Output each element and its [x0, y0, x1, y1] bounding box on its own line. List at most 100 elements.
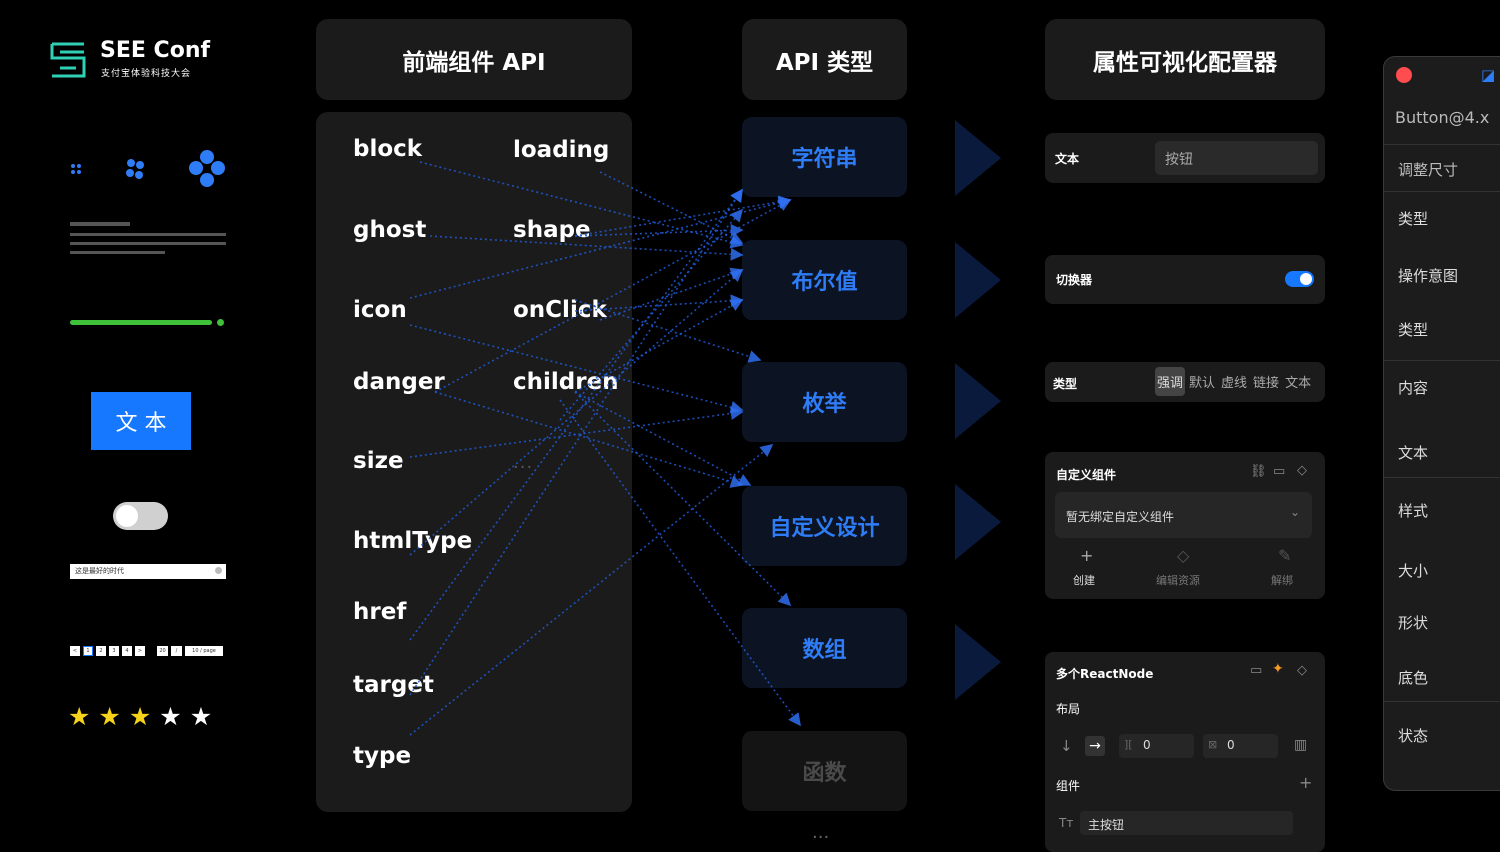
sidebar-item: 内容 [1398, 379, 1429, 397]
header-configurator: 属性可视化配置器 [1045, 19, 1325, 100]
type-option[interactable]: 虚线 [1221, 376, 1248, 391]
sidebar-item: 状态 [1398, 727, 1429, 745]
config-custom-card: 自定义组件 ⛓ ▭ ◇ 暂无绑定自定义组件 ⌄ +创建◇编辑资源✎解绑 [1045, 452, 1325, 599]
page-item[interactable]: > [135, 646, 145, 656]
type-custom-design: 自定义设计 [742, 486, 907, 566]
rate-preview[interactable]: ★★★★★ [68, 704, 233, 732]
layout-board-icon[interactable]: ▥ [1294, 737, 1308, 753]
star-icon[interactable]: ★ [159, 702, 182, 731]
sidebar-item: 样式 [1398, 502, 1429, 520]
config-multi-title: 多个ReactNode [1056, 667, 1154, 681]
config-text-card: 文本 按钮 [1045, 133, 1325, 183]
input-preview-text: 这是最好的时代 [75, 567, 124, 575]
config-type-segmented[interactable]: 强调默认虚线链接文本 [1155, 367, 1313, 396]
button-preview[interactable]: 文 本 [91, 392, 191, 450]
prop-size: size [353, 448, 404, 474]
layout-gap-input[interactable]: ][ 0 [1119, 734, 1194, 758]
config-type-card: 类型 强调默认虚线链接文本 [1045, 362, 1325, 402]
prop-type: type [353, 743, 412, 769]
fire-icon[interactable]: ✦ [1272, 661, 1284, 677]
property-sidebar: ◪ Button@4.x 调整尺寸类型操作意图类型内容文本样式大小形状底色状态 [1383, 56, 1500, 791]
config-switch-card: 切换器 [1045, 255, 1325, 304]
resource-icon[interactable]: ◇ [1177, 546, 1190, 565]
sidebar-item[interactable]: 类型 [1398, 210, 1429, 228]
logo-title: SEE Conf [100, 38, 211, 63]
padding-icon: ⊠ [1208, 738, 1218, 751]
page-item[interactable]: 3 [109, 646, 119, 656]
config-text-value: 按钮 [1165, 152, 1193, 168]
plus-icon[interactable]: + [1080, 546, 1094, 565]
link-icon[interactable]: ⛓ [1250, 464, 1267, 479]
custom-action-label[interactable]: 创建 [1073, 574, 1095, 587]
toggle-knob [116, 505, 138, 527]
prop-htmltype: htmlType [353, 528, 473, 554]
skeleton-preview [70, 222, 228, 258]
type-option[interactable]: 默认 [1189, 376, 1216, 391]
layout-gap-value: 0 [1143, 738, 1151, 752]
sidebar-item[interactable]: 类型 [1398, 321, 1429, 339]
prop-target: target [353, 672, 434, 698]
component-item[interactable]: 主按钮 [1080, 811, 1293, 835]
dots-icon-large [189, 150, 227, 188]
sidebar-item[interactable]: 文本 [1398, 444, 1429, 462]
prop-loading: loading [513, 137, 610, 163]
config-custom-select[interactable]: 暂无绑定自定义组件 ⌄ [1055, 492, 1312, 538]
close-icon[interactable] [1396, 67, 1412, 83]
config-switch-label: 切换器 [1056, 273, 1093, 287]
logo: SEE Conf 支付宝体验科技大会 [50, 38, 220, 82]
arrow-right-icon[interactable]: → [1085, 736, 1105, 756]
arrow-boolean [955, 242, 1001, 318]
config-switch[interactable] [1285, 271, 1314, 287]
arrow-down-icon[interactable]: ↓ [1060, 737, 1073, 755]
prop-ghost: ghost [353, 217, 427, 243]
sidebar-item[interactable]: 底色 [1398, 669, 1429, 687]
page-item[interactable]: < [70, 646, 80, 656]
sidebar-item[interactable]: 操作意图 [1398, 267, 1459, 285]
folder-icon[interactable]: ▭ [1273, 464, 1286, 479]
prop-href: href [353, 599, 407, 625]
select-tool-icon[interactable]: ◪ [1481, 66, 1496, 84]
dots-icon-small [70, 163, 82, 175]
unbind-icon[interactable]: ✎ [1278, 546, 1292, 565]
type-function: 函数 [742, 731, 907, 811]
sidebar-item[interactable]: 大小 [1398, 562, 1429, 580]
type-option[interactable]: 强调 [1155, 367, 1186, 396]
arrow-custom [955, 484, 1001, 560]
type-option[interactable]: 链接 [1253, 376, 1280, 391]
arrow-enum [955, 363, 1001, 439]
input-preview[interactable]: 这是最好的时代 [70, 564, 226, 579]
gap-icon: ][ [1124, 738, 1133, 751]
arrow-string [955, 120, 1001, 196]
prop-onclick: onClick [513, 297, 607, 323]
page-jump-item[interactable]: / [171, 646, 182, 656]
type-option[interactable]: 文本 [1285, 376, 1312, 391]
page-jump-item[interactable]: 20 [157, 646, 168, 656]
toggle-preview[interactable] [113, 502, 168, 530]
sidebar-item[interactable]: 形状 [1398, 614, 1429, 632]
diamond-icon[interactable]: ◇ [1297, 663, 1307, 678]
page-item[interactable]: 1 [83, 646, 93, 656]
plus-icon[interactable]: + [1299, 773, 1313, 792]
page-item[interactable]: 4 [122, 646, 132, 656]
custom-action-label[interactable]: 解绑 [1271, 574, 1293, 587]
type-enum: 枚举 [742, 362, 907, 442]
star-icon[interactable]: ★ [68, 702, 91, 731]
config-layout-label: 布局 [1056, 702, 1081, 716]
page-item[interactable]: 2 [96, 646, 106, 656]
header-frontend-api: 前端组件 API [316, 19, 632, 100]
star-icon[interactable]: ★ [128, 702, 152, 731]
custom-action-label[interactable]: 编辑资源 [1156, 574, 1200, 587]
diamond-icon[interactable]: ◇ [1297, 463, 1307, 478]
folder-icon[interactable]: ▭ [1250, 663, 1263, 678]
type-array: 数组 [742, 608, 907, 688]
prop-icon: icon [353, 297, 407, 323]
progress-bar [70, 319, 228, 327]
star-icon[interactable]: ★ [189, 702, 213, 731]
star-icon[interactable]: ★ [98, 702, 121, 731]
arrow-array [955, 624, 1001, 700]
prop-block: block [353, 136, 423, 162]
layout-padding-input[interactable]: ⊠ 0 [1203, 734, 1278, 758]
config-text-input[interactable]: 按钮 [1155, 141, 1318, 175]
page-jump-item[interactable]: 10 / page [185, 646, 223, 656]
